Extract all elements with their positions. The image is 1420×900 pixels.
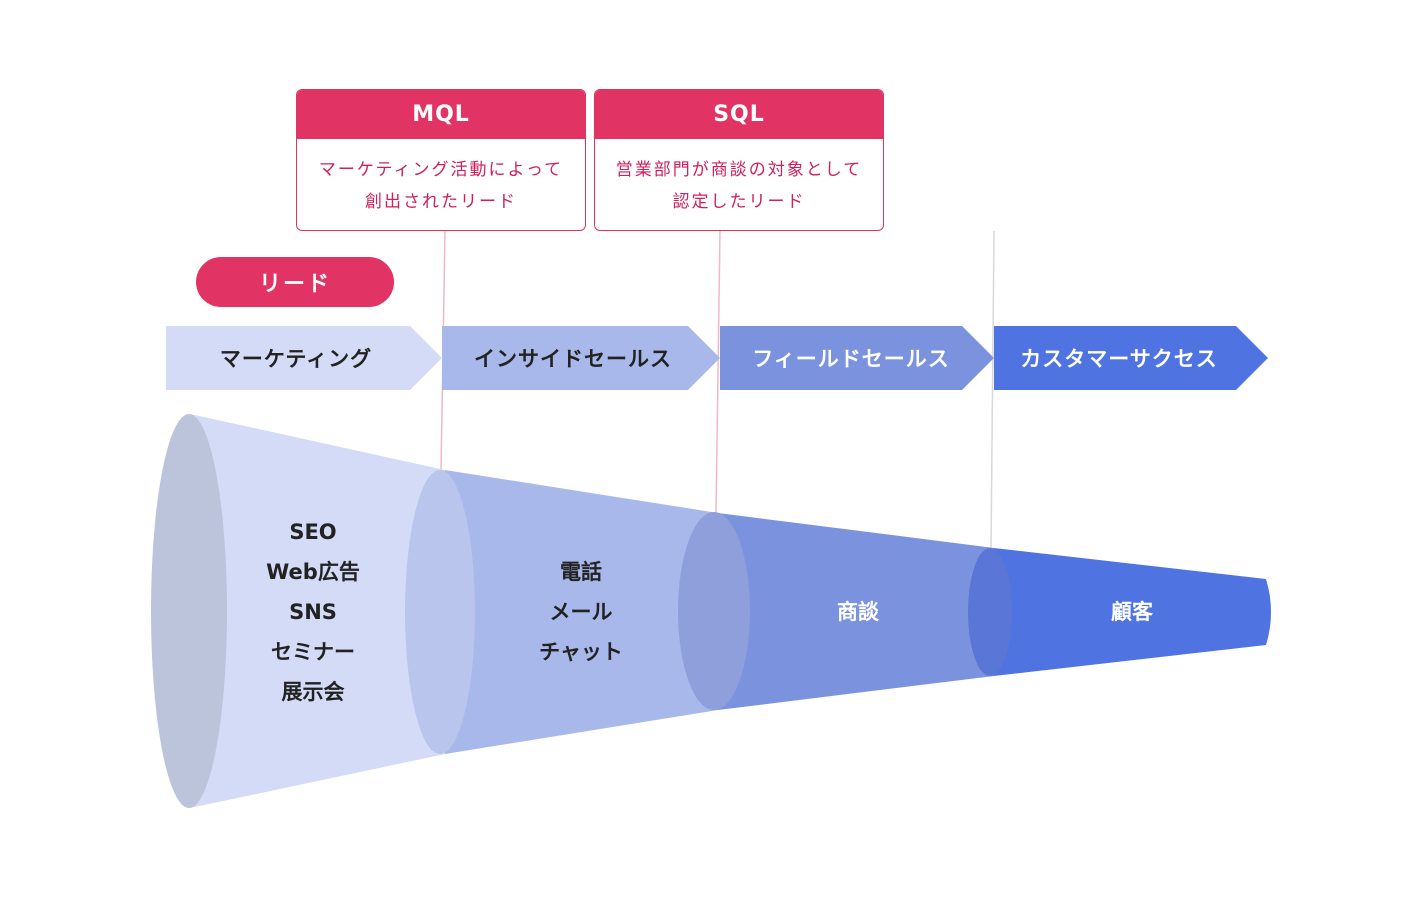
marketing-channels-list: SEO Web広告 SNS セミナー 展示会: [233, 512, 393, 712]
marketing-channel-item: Web広告: [266, 560, 360, 584]
funnel-ring-field-sales: [678, 512, 750, 710]
field-sales-activity-item: 商談: [837, 600, 879, 624]
funnel-segment-inside-sales: [445, 470, 718, 754]
marketing-channel-item: セミナー: [271, 640, 355, 664]
mql-description-line1: マーケティング活動によって: [318, 160, 564, 180]
stage-label-marketing: マーケティング: [219, 347, 373, 371]
mql-title: MQL: [297, 90, 585, 139]
sql-title: SQL: [595, 90, 883, 139]
marketing-channel-item: SNS: [289, 600, 337, 624]
sql-divider-line: [715, 230, 721, 514]
field-sales-activity-list: 商談: [778, 592, 938, 632]
lead-badge: リード: [196, 257, 394, 307]
funnel-mouth-ellipse: [151, 414, 227, 808]
inside-sales-channels-list: 電話 メール チャット: [501, 552, 661, 672]
inside-sales-channel-item: チャット: [539, 640, 623, 664]
funnel-segment-customer-success: [994, 548, 1271, 676]
stage-label-customer-success: カスタマーサクセス: [1020, 347, 1218, 371]
stage-arrow-customer-success: [994, 326, 1268, 390]
sql-description-line2: 認定したリード: [672, 192, 806, 212]
inside-sales-channel-item: 電話: [560, 560, 602, 584]
stage-label-inside-sales: インサイドセールス: [474, 347, 672, 371]
marketing-channel-item: 展示会: [281, 680, 345, 704]
customer-success-item: 顧客: [1111, 600, 1153, 624]
mql-definition-box: MQL マーケティング活動によって 創出されたリード: [296, 89, 586, 231]
stage-arrow-marketing: [166, 326, 442, 390]
funnel-segment-field-sales: [718, 513, 994, 710]
customer-success-list: 顧客: [1052, 592, 1212, 632]
marketing-channel-item: SEO: [289, 520, 337, 544]
funnel-ring-customer-success: [968, 548, 1012, 676]
funnel-ring-inside-sales: [405, 470, 475, 754]
stage-label-field-sales: フィールドセールス: [752, 347, 950, 371]
stage-arrow-field-sales: [720, 326, 994, 390]
inside-sales-channel-item: メール: [549, 600, 613, 624]
mql-description: マーケティング活動によって 創出されたリード: [297, 139, 585, 218]
sql-definition-box: SQL 営業部門が商談の対象として 認定したリード: [594, 89, 884, 231]
stage-arrow-inside-sales: [442, 326, 720, 390]
cs-divider-line: [990, 230, 995, 549]
sql-description-line1: 営業部門が商談の対象として: [615, 160, 863, 180]
sql-description: 営業部門が商談の対象として 認定したリード: [595, 139, 883, 218]
funnel-segment-marketing: [190, 414, 445, 808]
mql-description-line2: 創出されたリード: [365, 192, 517, 212]
